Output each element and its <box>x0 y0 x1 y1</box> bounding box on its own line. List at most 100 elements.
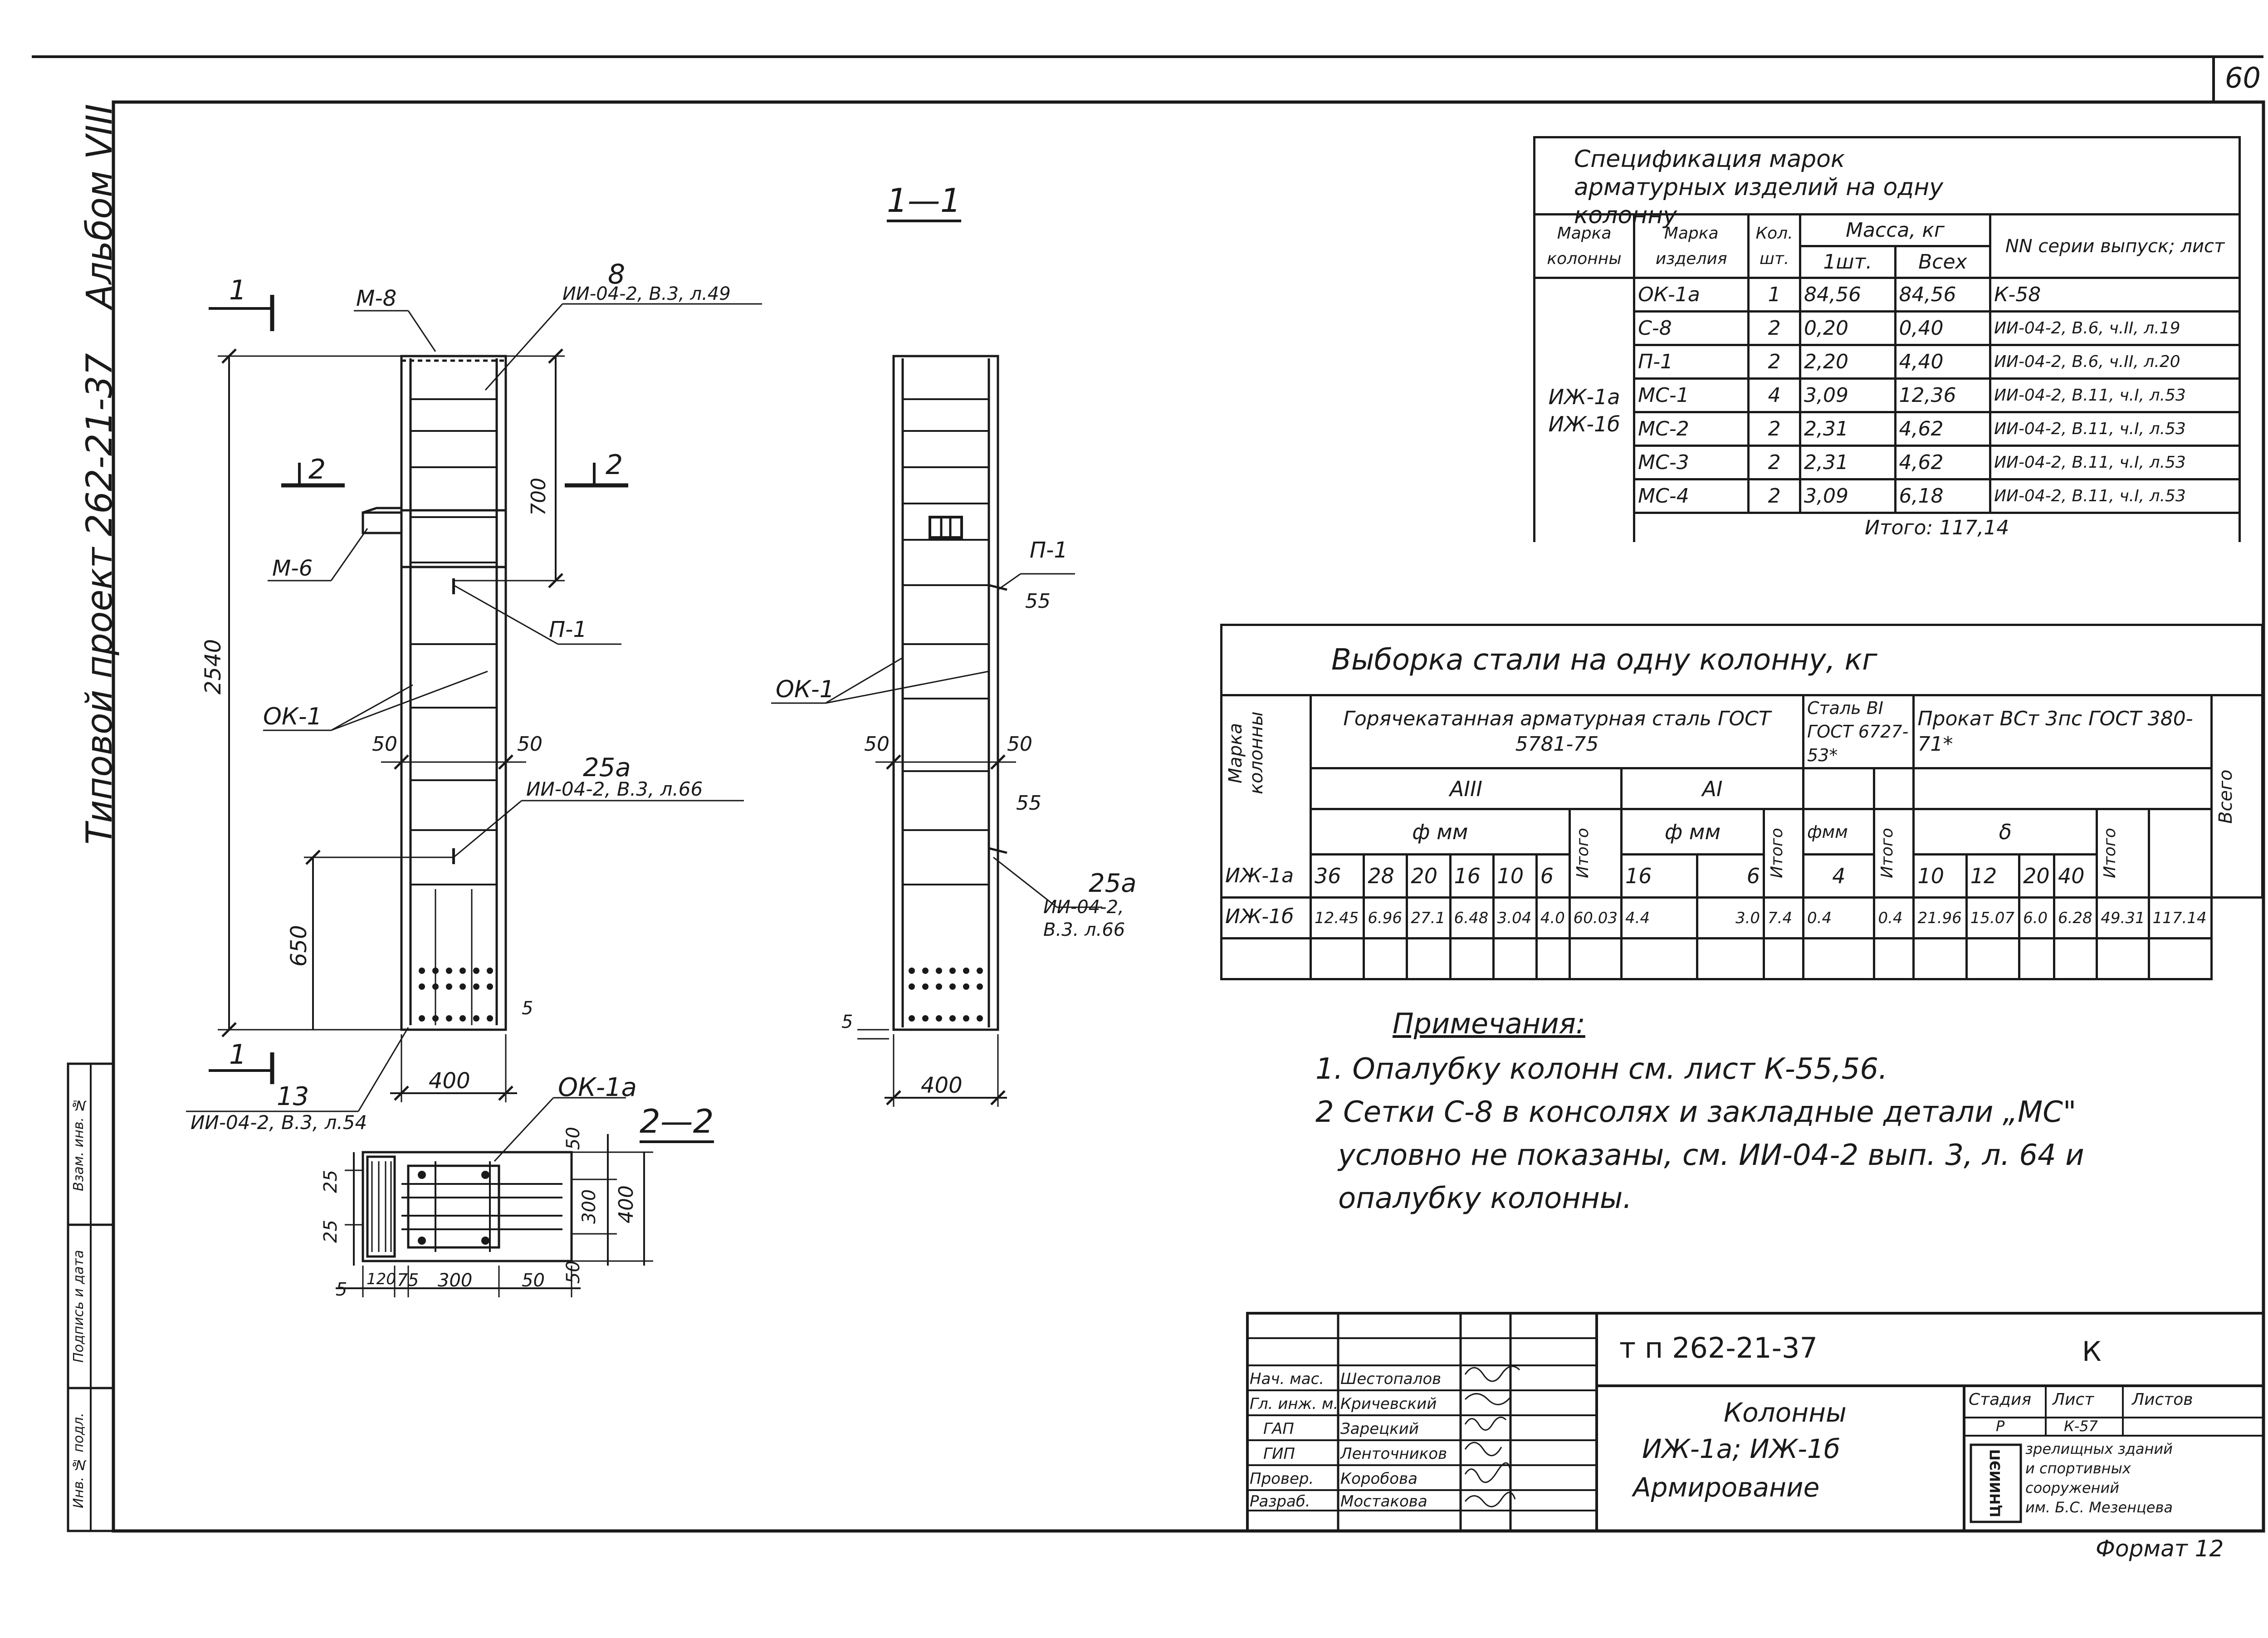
spec-row-mark: МС-3 <box>1633 445 1750 480</box>
tb-name-3: Армирование <box>1633 1472 1820 1503</box>
steel-col-total: Всего <box>2210 694 2263 899</box>
steel-d: 4 <box>1802 853 1876 899</box>
steel-val: 15.07 <box>1965 896 2021 939</box>
mark-p1: П-1 <box>549 617 587 642</box>
spec-h-all: Всех <box>1894 245 1992 279</box>
steel-a3: АIII <box>1309 767 1623 810</box>
steel-wire-blank <box>1873 767 1915 810</box>
stamp-repl: Взам. инв. № <box>71 1097 87 1192</box>
tb-name-2: ИЖ-1а; ИЖ-1б <box>1642 1433 1840 1464</box>
s11-ref-25a: ИИ-04-2, В.3. л.66 <box>1043 897 1125 940</box>
spec-row-series: ИИ-04-2, В.11, ч.I, л.53 <box>1989 478 2241 514</box>
steel-a3-sum: Итого <box>1568 808 1623 899</box>
ref-25a: ИИ-04-2, В.3, л.66 <box>526 778 703 800</box>
steel-a1-phi: ф мм <box>1620 808 1765 856</box>
s11-p1: П-1 <box>1030 538 1068 563</box>
section-1-1-title: 1—1 <box>887 181 961 222</box>
steel-val: 49.31 <box>2096 896 2150 939</box>
steel-val: 4.0 <box>1535 896 1571 939</box>
s22-dim-50-top: 50 <box>563 1127 584 1150</box>
s22-dim-50-bottom: 50 <box>563 1261 584 1284</box>
ref-13: ИИ-04-2, В.3, л.54 <box>191 1111 367 1134</box>
spec-column-marks: ИЖ-1а ИЖ-1б <box>1533 277 1636 542</box>
s11-dim-50-left: 50 <box>864 733 890 756</box>
steel-table: Выборка стали на одну колонну, кг Марка … <box>1220 624 2263 980</box>
steel-group-wire: Сталь ВI ГОСТ 6727-53* <box>1802 694 1915 769</box>
steel-val: 6.0 <box>2018 896 2055 939</box>
spec-row-qty: 2 <box>1747 411 1802 447</box>
section-1-1-drawing <box>771 355 1102 1107</box>
spec-h-qty: Кол. шт. <box>1747 213 1802 279</box>
tb-person: Коробова <box>1340 1470 1418 1488</box>
steel-val: 6.48 <box>1449 896 1495 939</box>
s11-ok1: ОК-1 <box>776 676 835 703</box>
steel-a3-phi: ф мм <box>1310 808 1571 856</box>
spec-h-mark: Марка колонны <box>1533 213 1636 279</box>
spec-row-all: 4,40 <box>1894 344 1992 380</box>
dim-50-left: 50 <box>372 733 397 756</box>
dim-50-right: 50 <box>517 733 543 756</box>
steel-d: 16 <box>1620 853 1699 899</box>
steel-val: 0.4 <box>1873 896 1915 939</box>
spec-row-all: 0,40 <box>1894 310 1992 346</box>
tb-person: Зарецкий <box>1340 1420 1419 1438</box>
section-mark-2-left: 2 <box>308 454 326 485</box>
steel-a1: АI <box>1620 767 1805 810</box>
tb-person: Шестопалов <box>1340 1370 1442 1388</box>
steel-val: 117.14 <box>2147 896 2213 939</box>
spec-row-one: 84,56 <box>1799 277 1897 313</box>
steel-d: 6 <box>1696 853 1765 899</box>
tb-code: т п 262-21-37 <box>1619 1331 1818 1364</box>
steel-d: 40 <box>2053 853 2098 899</box>
spec-row-all: 12,36 <box>1894 377 1992 413</box>
s11-dim-5: 5 <box>841 1012 853 1032</box>
note-line-2: 2 Сетки С-8 в консолях и закладные детал… <box>1315 1095 2077 1129</box>
steel-val: 6.28 <box>2053 896 2098 939</box>
steel-val: 4.4 <box>1620 896 1699 939</box>
tb-sheets-h: Листов <box>2132 1390 2193 1409</box>
s22-dim-75: 75 <box>397 1270 419 1290</box>
note-line-3: условно не показаны, см. ИИ-04-2 вып. 3,… <box>1338 1139 2084 1172</box>
pos-8: 8 <box>608 259 626 290</box>
spec-row-one: 3,09 <box>1799 478 1897 514</box>
album-label: Альбом VIII <box>79 103 120 308</box>
column-elevation <box>186 295 762 1112</box>
spec-total: Итого: 117,14 <box>1633 512 2241 542</box>
s22-dim-50-h: 50 <box>522 1270 545 1291</box>
spec-row-qty: 2 <box>1747 344 1802 380</box>
tb-person: Кричевский <box>1340 1395 1437 1413</box>
spec-h-mass: Масса, кг <box>1799 213 1992 247</box>
note-line-4: опалубку колонны. <box>1338 1182 1632 1215</box>
steel-a1-sum: Итого <box>1763 808 1805 899</box>
tb-org-4: им. Б.С. Мезенцева <box>2025 1499 2173 1516</box>
steel-d: 6 <box>1535 853 1571 899</box>
steel-d: 16 <box>1449 853 1495 899</box>
mark-m8: М-8 <box>356 286 397 311</box>
tb-role: Разраб. <box>1250 1492 1310 1511</box>
spec-row-series: ИИ-04-2, В.6, ч.II, л.20 <box>1989 344 2241 380</box>
spec-row-qty: 2 <box>1747 478 1802 514</box>
stamp-inv: Инв. № подл. <box>71 1413 87 1509</box>
steel-title: Выборка стали на одну колонну, кг <box>1220 624 2263 696</box>
dim-2540: 2540 <box>200 639 226 695</box>
spec-row-mark: ОК-1а <box>1633 277 1750 313</box>
spec-row-series: ИИ-04-2, В.11, ч.I, л.53 <box>1989 377 2241 413</box>
mark-ok1: ОК-1 <box>263 703 322 730</box>
tb-org-1: зрелищных зданий <box>2025 1440 2173 1457</box>
stamp-sign: Подпись и дата <box>71 1250 87 1363</box>
pos-25a: 25а <box>583 753 631 782</box>
titleblock-frame <box>1246 1312 2265 1532</box>
steel-val: 60.03 <box>1568 896 1623 939</box>
steel-empty <box>1220 937 1312 980</box>
tb-name-1: Колонны <box>1724 1397 1847 1428</box>
tb-person: Мостакова <box>1340 1492 1427 1511</box>
steel-d: 10 <box>1912 853 1968 899</box>
tb-org-3: сооружений <box>2025 1479 2120 1496</box>
format-label: Формат 12 <box>2096 1535 2224 1562</box>
project-title: Типовой проект 262-21-37 <box>79 353 120 845</box>
tb-letter: К <box>2082 1336 2102 1368</box>
spec-row-all: 4,62 <box>1894 445 1992 480</box>
ref-8: ИИ-04-2, В.3, л.49 <box>562 284 731 304</box>
tb-stage: Р <box>1996 1418 2005 1435</box>
spec-row-qty: 1 <box>1747 277 1802 313</box>
